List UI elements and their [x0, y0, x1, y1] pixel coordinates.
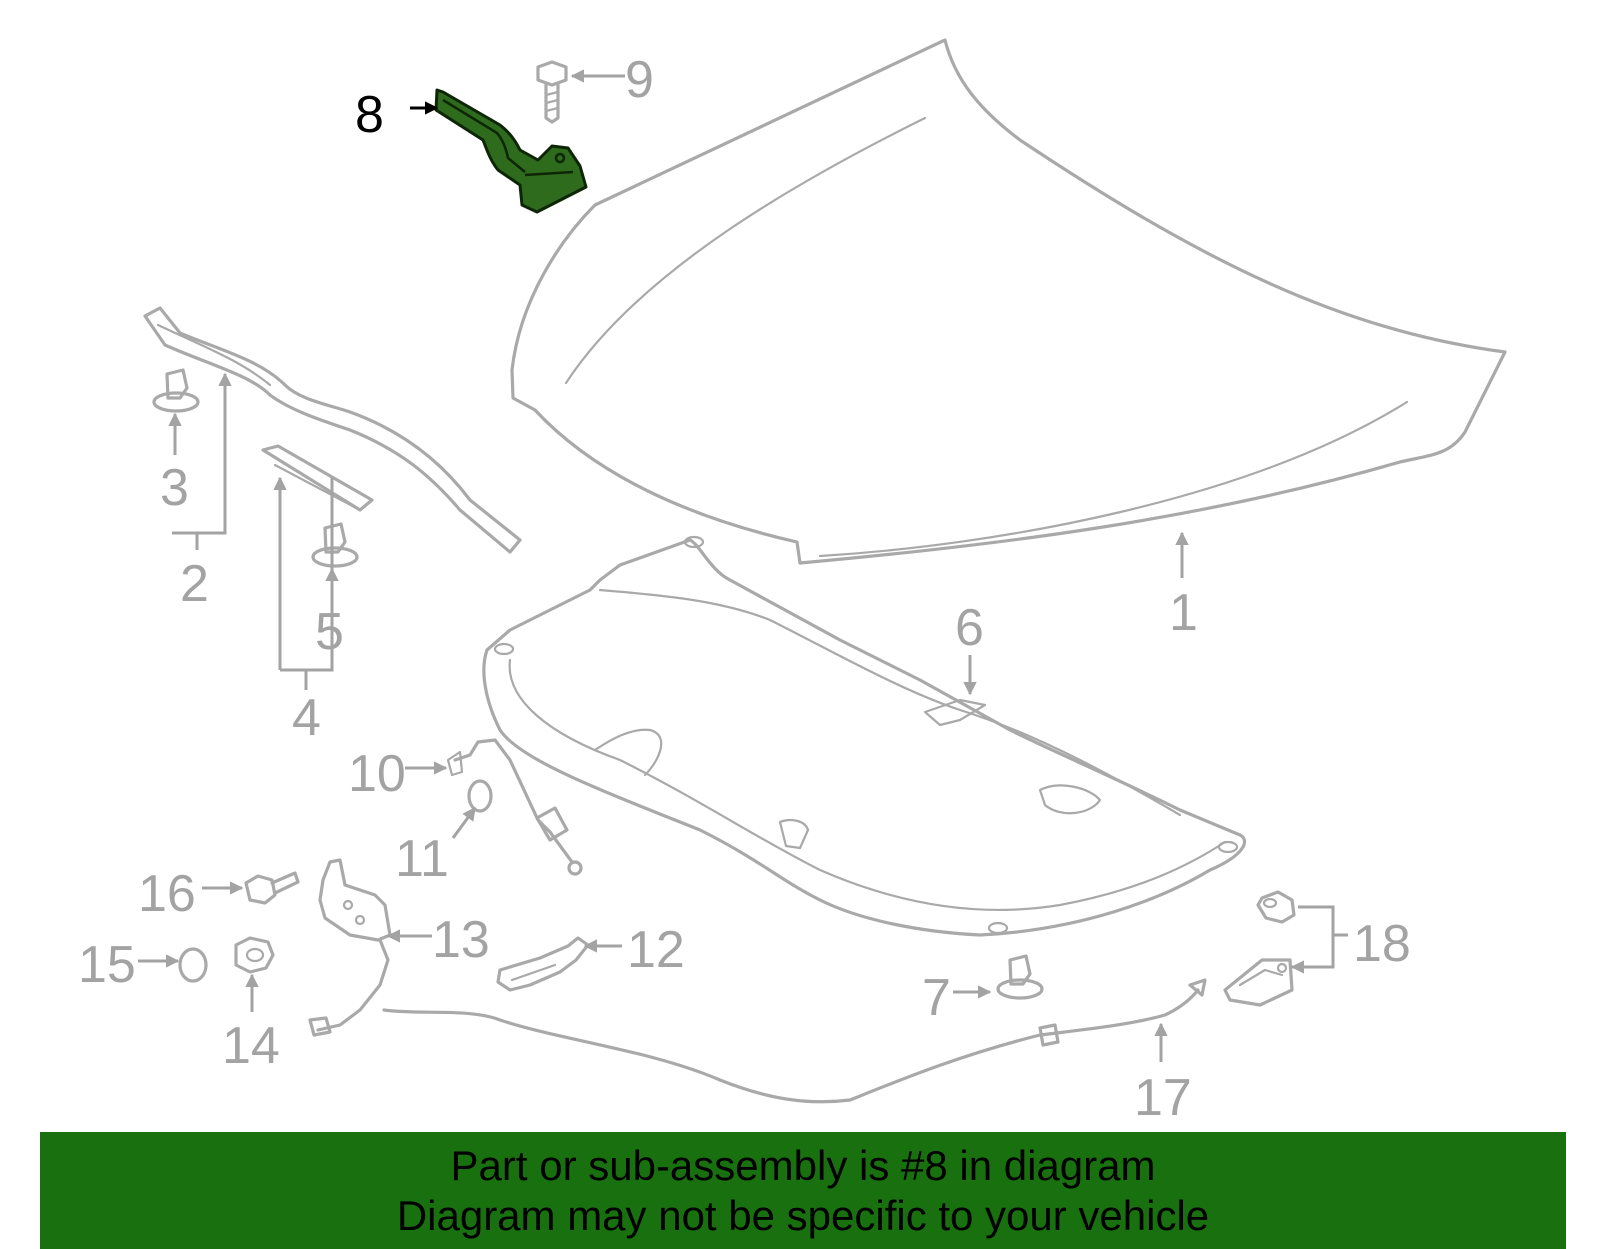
grommet-11[interactable]	[467, 779, 493, 813]
callout-18: 18	[1353, 915, 1411, 973]
bushing-18[interactable]	[1256, 890, 1296, 924]
bolt-16[interactable]	[244, 871, 300, 905]
nut-14[interactable]	[234, 936, 275, 974]
release-handle[interactable]	[1223, 958, 1294, 1007]
callout-10: 10	[348, 745, 406, 803]
callout-3: 3	[160, 459, 189, 517]
callout-17: 17	[1134, 1069, 1192, 1127]
hood-insulator[interactable]	[482, 535, 1247, 937]
hood-lock[interactable]	[308, 858, 392, 1037]
callout-2: 2	[180, 555, 209, 613]
callout-15: 15	[78, 936, 136, 994]
hood-panel[interactable]	[510, 38, 1507, 565]
leader-lines	[138, 69, 1348, 1062]
callout-8: 8	[355, 86, 384, 144]
callout-14: 14	[222, 1017, 280, 1075]
callout-13: 13	[432, 911, 490, 969]
callouts: 1 2 3 4 5 6 7 8 9 10 11 12 13 14 15 16 1…	[78, 51, 1411, 1127]
callout-11: 11	[395, 830, 449, 888]
callout-4: 4	[292, 689, 321, 747]
seal-strip[interactable]	[261, 444, 374, 512]
bracket-12[interactable]	[496, 936, 590, 992]
clip-3[interactable]	[152, 368, 200, 413]
bolt-9[interactable]	[536, 60, 568, 124]
hood-seal[interactable]	[143, 306, 522, 554]
support-rod[interactable]	[446, 738, 583, 876]
clip-5[interactable]	[311, 522, 359, 568]
notice-vehicle-disclaimer: Diagram may not be specific to your vehi…	[396, 1191, 1210, 1239]
hood-hinge-highlighted[interactable]	[434, 88, 588, 214]
callout-9: 9	[625, 51, 654, 109]
callout-6: 6	[955, 599, 984, 657]
callout-12: 12	[627, 921, 685, 979]
callout-1: 1	[1169, 584, 1198, 642]
washer-15[interactable]	[178, 947, 208, 983]
callout-5: 5	[315, 603, 344, 661]
callout-16: 16	[138, 865, 196, 923]
clip-7[interactable]	[996, 954, 1044, 1000]
release-cable[interactable]	[382, 978, 1207, 1104]
notice-part-number: Part or sub-assembly is #8 in diagram	[450, 1141, 1156, 1189]
diagram-notice-banner: Part or sub-assembly is #8 in diagram Di…	[40, 1132, 1566, 1249]
callout-7: 7	[922, 969, 951, 1027]
